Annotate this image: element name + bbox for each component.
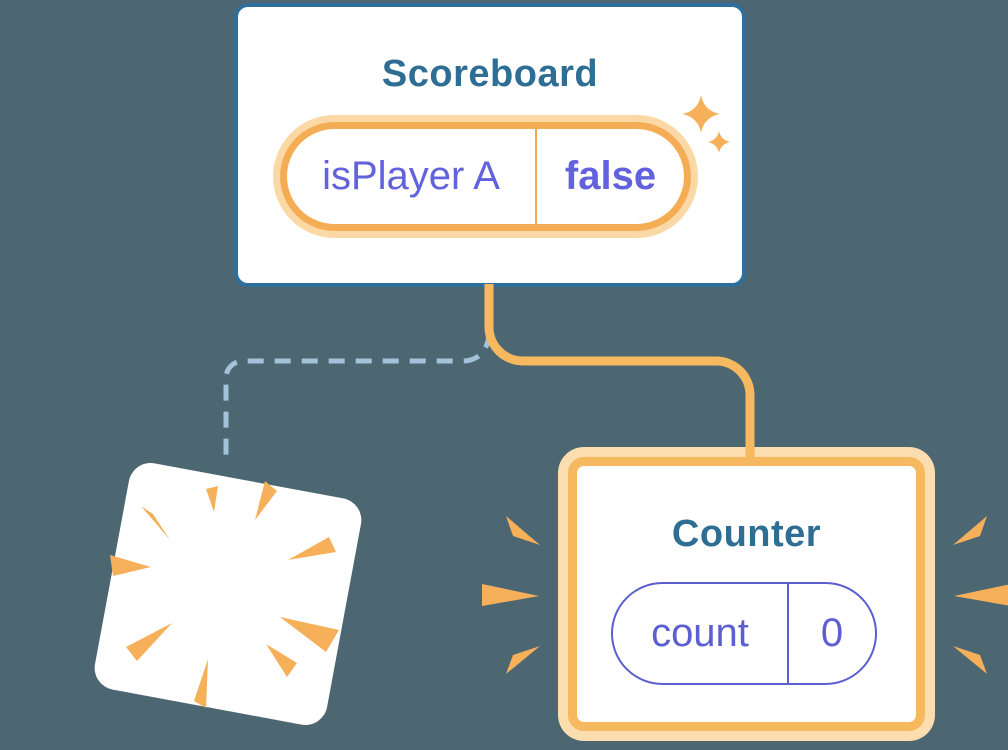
state-value-cell: false — [535, 129, 684, 224]
state-name-cell: isPlayer A — [287, 129, 535, 224]
scoreboard-card: Scoreboard isPlayer A false — [234, 3, 746, 287]
state-value-cell: 0 — [787, 584, 875, 683]
scoreboard-title: Scoreboard — [381, 53, 599, 95]
poof-card-body — [94, 463, 362, 725]
state-name: isPlayer A — [322, 154, 500, 198]
dashed-connector-line — [223, 331, 492, 456]
scoreboard-state-pill: isPlayer A false — [280, 122, 691, 231]
state-value: false — [564, 154, 657, 198]
counter-title: Counter — [671, 513, 822, 555]
poof-card — [94, 463, 362, 725]
burst-icon — [110, 481, 339, 708]
state-name-cell: count — [613, 584, 787, 683]
solid-connector-line — [484, 284, 755, 458]
counter-state-pill: count 0 — [611, 582, 877, 685]
state-name: count — [651, 611, 749, 655]
counter-card: Counter count 0 — [568, 457, 925, 731]
state-value: 0 — [820, 611, 844, 655]
